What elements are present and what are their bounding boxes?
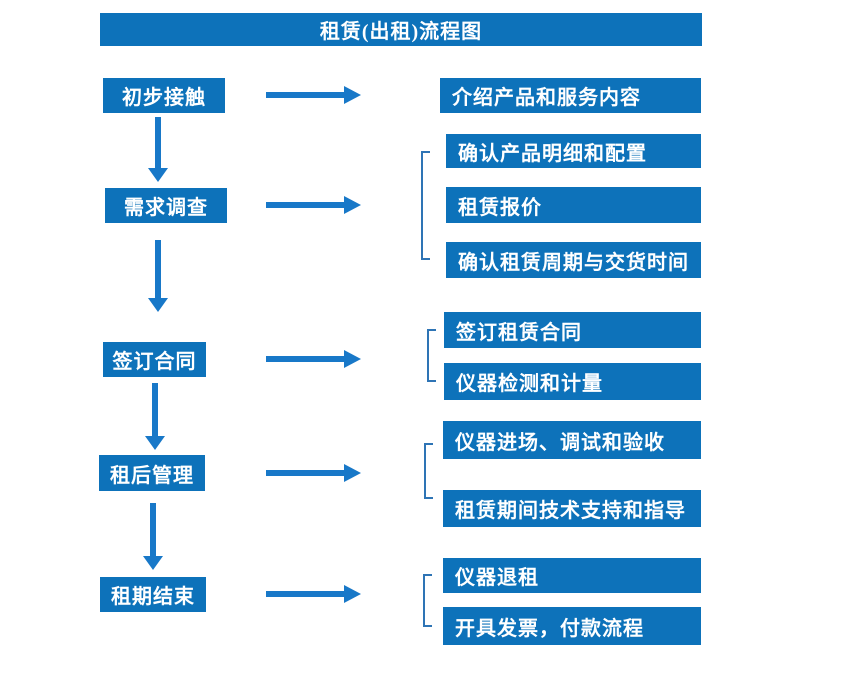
step-requirement-survey: 需求调查 <box>105 188 227 223</box>
step-post-rental-management: 租后管理 <box>99 455 205 491</box>
detail-confirm-period-delivery: 确认租赁周期与交货时间 <box>446 242 701 278</box>
bracket-group-4 <box>424 443 433 499</box>
detail-sign-rental-contract: 签订租赁合同 <box>444 312 701 348</box>
right-arrow-row4 <box>266 464 361 482</box>
detail-invoice-payment: 开具发票，付款流程 <box>443 607 701 645</box>
detail-instrument-inspection: 仪器检测和计量 <box>444 363 701 400</box>
step-lease-end: 租期结束 <box>100 577 206 612</box>
detail-rental-quotation: 租赁报价 <box>446 187 701 223</box>
down-arrow-2 <box>148 240 168 312</box>
detail-tech-support: 租赁期间技术支持和指导 <box>443 490 701 527</box>
detail-instrument-return: 仪器退租 <box>443 558 701 593</box>
down-arrow-3 <box>145 383 165 450</box>
bracket-group-3 <box>427 329 436 382</box>
bracket-group-2 <box>421 151 430 260</box>
detail-instrument-setup-acceptance: 仪器进场、调试和验收 <box>443 421 701 459</box>
detail-confirm-product-config: 确认产品明细和配置 <box>446 134 701 168</box>
down-arrow-4 <box>143 503 163 570</box>
down-arrow-1 <box>148 117 168 182</box>
right-arrow-row3 <box>266 350 361 368</box>
flowchart-title: 租赁(出租)流程图 <box>100 13 702 46</box>
right-arrow-row1 <box>266 86 361 104</box>
right-arrow-row5 <box>266 585 361 603</box>
step-contract-signing: 签订合同 <box>103 342 206 377</box>
step-initial-contact: 初步接触 <box>103 78 225 113</box>
right-arrow-row2 <box>266 196 361 214</box>
detail-introduce-products-services: 介绍产品和服务内容 <box>440 78 701 113</box>
bracket-group-5 <box>423 574 432 627</box>
